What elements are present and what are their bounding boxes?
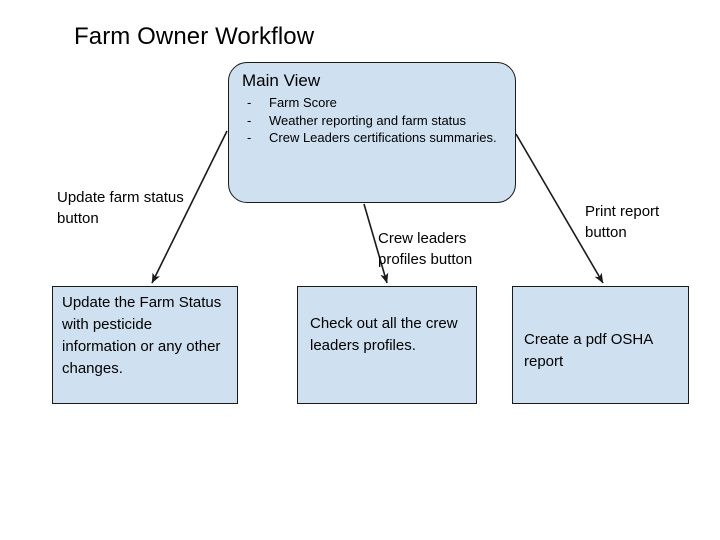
node-update-farm-status-text: Update the Farm Status with pesticide in… (62, 294, 222, 377)
bullet-marker-icon: - (247, 112, 252, 128)
edge-label-crew-leaders-profiles: Crew leaders profiles button (378, 230, 473, 268)
edge-label-print-report: Print report button (585, 203, 660, 241)
main-view-bullet-list: - Farm Score - Weather reporting and far… (242, 94, 504, 147)
bullet-text: Farm Score (269, 95, 337, 110)
bullet-marker-icon: - (247, 130, 252, 145)
list-item: - Weather reporting and farm status (242, 112, 504, 130)
node-main-view[interactable]: Main View - Farm Score - Weather reporti… (228, 62, 516, 203)
page-title: Farm Owner Workflow (74, 23, 315, 50)
edge-label-update-farm-status: Update farm status button (57, 189, 184, 227)
bullet-text: Weather reporting and farm status (269, 112, 467, 128)
main-view-title: Main View (242, 71, 321, 90)
bullet-text: Crew Leaders certifications summaries. (269, 130, 497, 145)
node-osha-report[interactable]: Create a pdf OSHA report (512, 286, 689, 404)
node-crew-leader-profiles-text: Check out all the crew leaders profiles. (310, 315, 458, 354)
list-item: - Farm Score (242, 94, 504, 112)
list-item: - Crew Leaders certifications summaries. (242, 129, 504, 147)
node-update-farm-status[interactable]: Update the Farm Status with pesticide in… (52, 286, 238, 404)
bullet-marker-icon: - (247, 95, 252, 110)
node-osha-report-text: Create a pdf OSHA report (524, 331, 653, 370)
node-crew-leader-profiles[interactable]: Check out all the crew leaders profiles. (297, 286, 477, 404)
